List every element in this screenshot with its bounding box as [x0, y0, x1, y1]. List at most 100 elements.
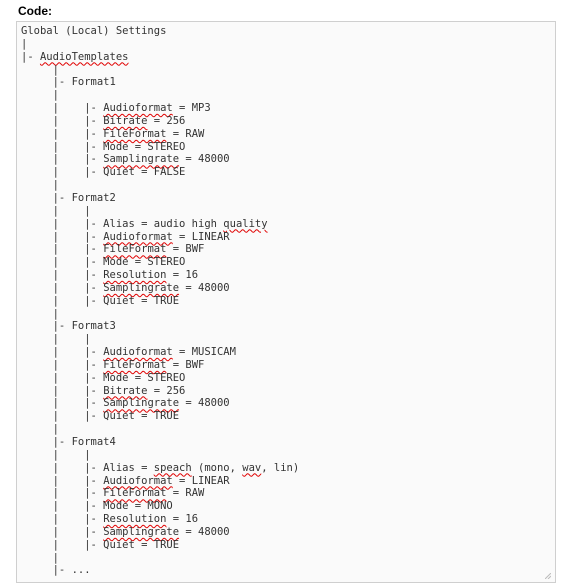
code-text: | |-	[21, 513, 104, 526]
misspelled-word: Resolution	[103, 269, 167, 282]
code-line: | |- Mode = STEREO	[21, 256, 299, 269]
code-line: |- Format4	[21, 436, 299, 449]
code-text: |- ...	[21, 564, 91, 577]
code-text: | |-	[21, 153, 104, 166]
code-text: | |-	[21, 384, 104, 397]
code-text: |- Format4	[21, 436, 116, 448]
code-text: |	[21, 307, 59, 320]
code-text: | |- Mode = MONO	[21, 500, 173, 513]
code-line: | |- Alias = audio high quality	[21, 218, 299, 231]
code-label: Code:	[18, 4, 52, 18]
misspelled-word: Samplingrate	[103, 281, 180, 294]
code-line: | |- FileFormat = RAW	[21, 487, 299, 500]
misspelled-word: Audioformat	[103, 230, 173, 243]
code-line: | |- FileFormat = BWF	[21, 359, 299, 372]
code-text: | |- Quiet = TRUE	[21, 538, 180, 551]
code-text: | |- Alias =	[21, 461, 154, 474]
code-text: | |- Quiet = FALSE	[21, 166, 186, 179]
code-text: | |-	[21, 474, 104, 487]
resize-grip-icon[interactable]	[545, 573, 551, 579]
misspelled-word: Samplingrate	[103, 153, 180, 166]
misspelled-word: FileFormat	[103, 127, 167, 140]
code-text: | |-	[21, 269, 104, 282]
code-text: |	[21, 423, 59, 436]
code-line: | |- Quiet = TRUE	[21, 410, 299, 423]
misspelled-word: Audioformat	[103, 346, 173, 359]
code-text: | |-	[21, 358, 104, 371]
code-text: | |-	[21, 102, 104, 115]
code-line: | |- Quiet = FALSE	[21, 166, 299, 179]
code-text: | |- Alias = audio high	[21, 217, 224, 230]
code-text: |-	[21, 50, 40, 63]
code-block[interactable]: Global (Local) Settings||- AudioTemplate…	[16, 21, 556, 583]
misspelled-word: Audioformat	[103, 474, 173, 487]
code-line: | |- Bitrate = 256	[21, 115, 299, 128]
code-line: | |- Samplingrate = 48000	[21, 397, 299, 410]
code-line: | |- Mode = MONO	[21, 500, 299, 513]
code-line: |	[21, 89, 299, 102]
misspelled-word: quality	[223, 217, 268, 230]
code-text: | |- Quiet = TRUE	[21, 294, 180, 307]
code-line: Global (Local) Settings	[21, 25, 299, 38]
code-text: | |-	[21, 397, 104, 410]
code-line: |- Format2	[21, 192, 299, 205]
code-line: |- Format3	[21, 320, 299, 333]
code-line: | |- Audioformat = MP3	[21, 102, 299, 115]
code-line: |	[21, 179, 299, 192]
code-text: | |-	[21, 230, 104, 243]
misspelled-word: Bitrate	[103, 384, 148, 397]
code-line: | |- Samplingrate = 48000	[21, 526, 299, 539]
code-content: Global (Local) Settings||- AudioTemplate…	[21, 25, 299, 577]
code-line: | |- Audioformat = LINEAR	[21, 475, 299, 488]
misspelled-word: Resolution	[103, 513, 167, 526]
code-line: | |- Mode = STEREO	[21, 141, 299, 154]
code-line: |	[21, 64, 299, 77]
code-line: | |- Quiet = TRUE	[21, 539, 299, 552]
code-text: |	[21, 179, 59, 192]
code-text: | |-	[21, 525, 104, 538]
code-text: (mono,	[191, 461, 243, 474]
code-text: | |-	[21, 346, 104, 359]
misspelled-word: Samplingrate	[103, 397, 180, 410]
code-line: | |- Quiet = TRUE	[21, 295, 299, 308]
code-text: |	[21, 89, 59, 102]
misspelled-word: AudioTemplates	[39, 50, 129, 63]
misspelled-word: FileFormat	[103, 487, 167, 500]
code-line: | |- Audioformat = MUSICAM	[21, 346, 299, 359]
code-line: |	[21, 552, 299, 565]
code-text: |	[21, 63, 59, 76]
code-text: | |-	[21, 114, 104, 127]
code-line: | |	[21, 449, 299, 462]
code-text: |	[21, 551, 59, 564]
code-text: = LINEAR	[172, 230, 230, 243]
code-line: | |- Resolution = 16	[21, 513, 299, 526]
code-line: | |- Samplingrate = 48000	[21, 282, 299, 295]
code-text: = MP3	[172, 102, 211, 115]
code-line: |	[21, 38, 299, 51]
code-text: = 256	[147, 384, 186, 397]
code-line: | |- Audioformat = LINEAR	[21, 231, 299, 244]
code-text: | |-	[21, 487, 104, 500]
code-text: , lin)	[261, 461, 300, 474]
code-text: | |	[21, 333, 91, 346]
code-line: |	[21, 308, 299, 321]
code-text: | |- Mode = STEREO	[21, 140, 186, 153]
code-text: = 48000	[179, 525, 230, 538]
misspelled-word: Audioformat	[103, 102, 173, 115]
misspelled-word: speach	[153, 461, 192, 474]
code-text: = 48000	[179, 397, 230, 410]
code-text: = LINEAR	[172, 474, 230, 487]
code-text: |- Format3	[21, 320, 116, 333]
code-text: |- Format2	[21, 191, 116, 204]
misspelled-word: FileFormat	[103, 358, 167, 371]
code-line: | |	[21, 205, 299, 218]
code-text: = 48000	[179, 281, 230, 294]
code-text: | |-	[21, 281, 104, 294]
code-text: | |- Mode = STEREO	[21, 256, 186, 269]
code-text: = 16	[166, 513, 199, 526]
code-text: = 48000	[179, 153, 230, 166]
code-text: |	[21, 37, 28, 50]
code-text: Global (Local) Settings	[21, 25, 167, 37]
code-line: |	[21, 423, 299, 436]
code-line: | |- Mode = STEREO	[21, 372, 299, 385]
